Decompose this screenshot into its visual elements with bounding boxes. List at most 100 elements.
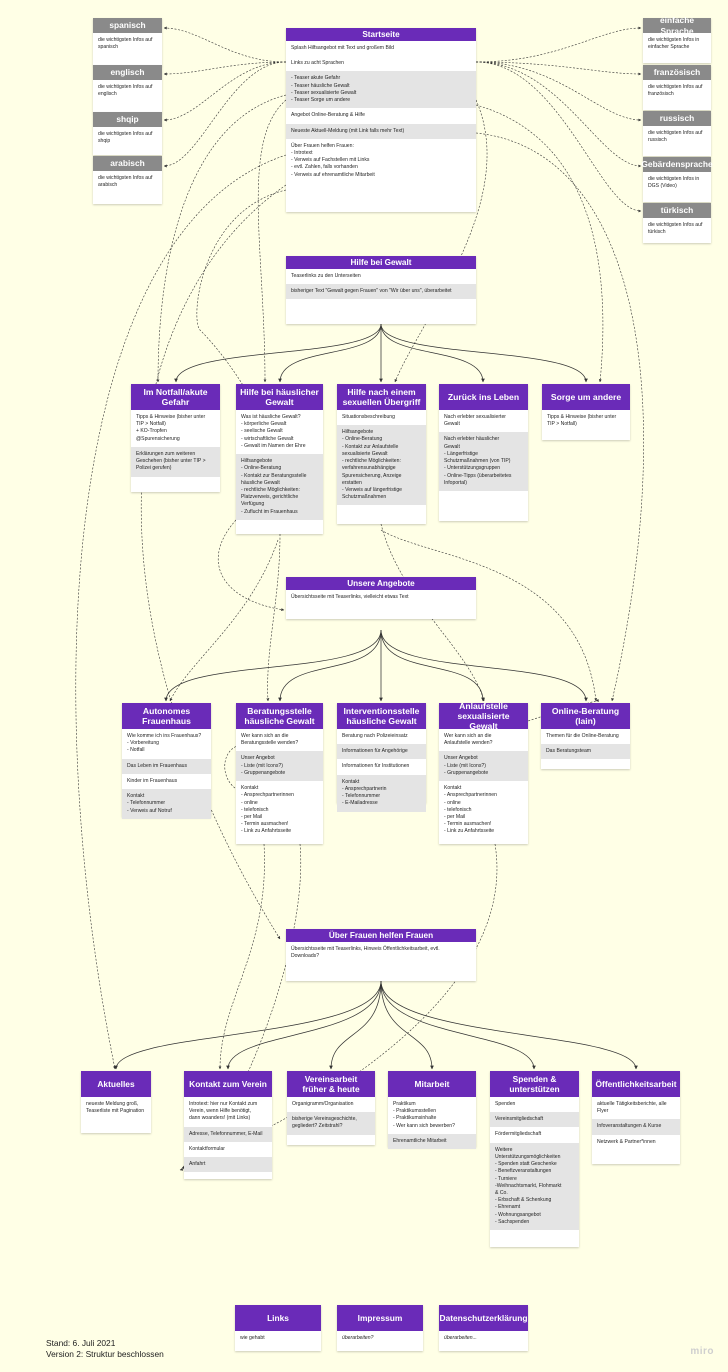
card-body: überarbeiten? (337, 1331, 423, 1346)
edge-teaser-sorge (475, 104, 604, 383)
card-body: Übersichtsseite mit Teaserlinks, Hinweis… (286, 942, 476, 964)
card-row: Angebot Online-Beratung & Hilfe (291, 112, 365, 119)
card-body: wie gehabt (235, 1331, 321, 1346)
card-aktuelles[interactable]: Aktuelles neueste Meldung groß, Teaserlis… (81, 1071, 151, 1133)
edge-hilfe-haeuslich (278, 323, 382, 383)
card-row: aktuelle Tätigkeitsberichte, alle Flyer (597, 1101, 667, 1115)
card-row: Neueste Aktuell-Meldung (mit Link falls … (286, 123, 476, 139)
card-row: Kontakt - Ansprechpartnerinnen - online … (444, 785, 497, 835)
card-title: Beratungsstelle häusliche Gewalt (236, 703, 323, 729)
edge-ueber-mitarbeit (380, 980, 434, 1070)
card-row: Adresse, Telefonnummer, E-Mail (184, 1126, 272, 1142)
card-body: die wichtigsten Infos auf russisch (643, 126, 711, 148)
card-title: Zurück ins Leben (439, 384, 528, 410)
card-body: neueste Meldung groß, Teaserliste mit Pa… (81, 1097, 151, 1119)
edge-ueber-oeffentlich (380, 980, 638, 1070)
edge-beratung-kontakt (218, 843, 265, 1070)
card-row: Kinder im Frauenhaus (127, 777, 178, 784)
card-title: Startseite (286, 28, 476, 41)
card-title: Aktuelles (81, 1071, 151, 1097)
card-row: die wichtigsten Infos auf arabisch (98, 175, 153, 189)
card-row: Was ist häusliche Gewalt? - körperliche … (241, 414, 306, 449)
card-title: Links (235, 1305, 321, 1331)
card-row: - Teaser akute Gefahr - Teaser häusliche… (286, 71, 476, 109)
edge-startseite-spanisch (163, 26, 287, 63)
edge-ueber-spenden (380, 980, 536, 1070)
card-row: Themen für die Online-Beratung (546, 733, 619, 739)
card-title: französisch (643, 65, 711, 80)
card-row: neueste Meldung groß, Teaserliste mit Pa… (86, 1101, 145, 1115)
edge-angebote-frauenhaus (164, 629, 382, 702)
card-franzoesisch[interactable]: französisch die wichtigsten Infos auf fra… (643, 65, 711, 110)
card-row: bisherige Vereinsgeschichte, gegliedert?… (287, 1112, 375, 1135)
card-row: überarbeiten... (444, 1335, 477, 1341)
card-body: die wichtigsten Infos in einfacher Sprac… (643, 33, 711, 55)
card-row: überarbeiten? (342, 1335, 374, 1341)
card-title: Mitarbeit (388, 1071, 476, 1097)
card-row: wie gehabt (240, 1335, 265, 1341)
card-title: Öffentlichkeitsarbeit (592, 1071, 680, 1097)
card-row: Beratung nach Polizeieinsatz (342, 733, 408, 739)
edge-teaser-notfall (156, 94, 287, 383)
card-body: die wichtigsten Infos auf shqip (93, 127, 162, 149)
edge-ueber-kontakt (226, 980, 382, 1070)
card-row: Kontakt - Ansprechpartnerin - Telefonnum… (337, 774, 426, 812)
edge-meldung-aktuelles (75, 154, 287, 1070)
edge-startseite-einfache (475, 26, 642, 63)
card-online-beratung[interactable]: Online-Beratung (lain)Themen für die Onl… (541, 703, 630, 769)
card-body: Praktikum - Praktikumsstellen - Praktiku… (388, 1097, 476, 1150)
card-row: die wichtigsten Infos auf französisch (648, 84, 703, 98)
card-title: Spenden & unterstützen (490, 1071, 579, 1097)
card-body: Wie komme ich ins Frauenhaus? - Vorberei… (122, 729, 211, 819)
card-row: Hilfsangebote - Online-Beratung - Kontak… (236, 454, 323, 520)
card-row: Tipps & Hinweise (bisher unter TIP > Not… (136, 414, 206, 442)
card-body: die wichtigsten Infos auf englisch (93, 80, 162, 102)
card-title: Autonomes Frauenhaus (122, 703, 211, 729)
edge-hilfe-sorge (380, 323, 588, 383)
card-body: die wichtigsten Infos auf türkisch (643, 218, 711, 240)
card-links[interactable]: Links wie gehabt (235, 1305, 321, 1351)
miro-watermark: miro (690, 1346, 714, 1357)
card-row: die wichtigsten Infos auf spanisch (98, 37, 153, 51)
card-oeffentlichkeitsarbeit[interactable]: Öffentlichkeitsarbeit aktuelle Tätigkeits… (592, 1071, 680, 1164)
card-row: Vereinsmitgliedschaft (490, 1112, 579, 1128)
card-title: shqip (93, 112, 162, 127)
card-row: die wichtigsten Infos auf türkisch (648, 222, 703, 236)
card-title: Interventionsstelle häusliche Gewalt (337, 703, 426, 729)
card-title: einfache Sprache (643, 15, 711, 36)
card-row: Situationsbeschreibung (342, 414, 395, 420)
card-title: Im Notfall/akute Gefahr (131, 384, 220, 410)
edge-startseite-franzoesisch (475, 61, 642, 76)
card-row: Nach erlebter sexualisierter Gewalt (444, 414, 507, 428)
card-row: Kontakt - Telefonnummer - Verweis auf No… (122, 789, 211, 819)
